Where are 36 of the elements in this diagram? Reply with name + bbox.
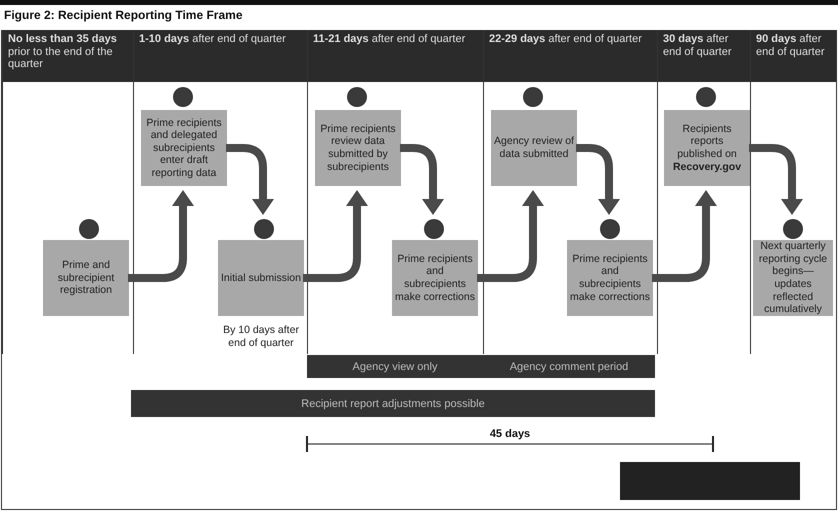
column-header: 30 days after end of quarter xyxy=(658,30,750,82)
step-box: Next quarterly reporting cycle begins—updates reflected cumulatively xyxy=(753,240,833,316)
step-marker xyxy=(173,87,193,107)
dimension-label: 45 days xyxy=(488,428,532,440)
step-box: Prime recipients and subrecipients make corrections xyxy=(567,240,653,316)
period-bar: Agency comment period xyxy=(483,355,655,378)
step-marker xyxy=(424,219,444,239)
step-box: Agency review of data submitted xyxy=(491,110,577,186)
note-box xyxy=(620,462,800,500)
curved-arrow xyxy=(477,190,544,282)
curved-arrow xyxy=(303,190,368,282)
period-bar: Agency view only xyxy=(307,355,483,378)
step-box: Prime recipients review data submitted by subrecipients xyxy=(315,110,401,186)
step-marker xyxy=(254,219,274,239)
curved-arrow xyxy=(652,190,717,282)
column-header: No less than 35 days prior to the end of the quarter xyxy=(3,30,133,82)
caption-text: By 10 days after end of quarter xyxy=(222,324,300,350)
column-header: 11-21 days after end of quarter xyxy=(308,30,483,82)
step-marker xyxy=(600,219,620,239)
step-marker xyxy=(783,219,803,239)
column-header: 1-10 days after end of quarter xyxy=(134,30,307,82)
curved-arrow xyxy=(749,144,803,215)
step-marker xyxy=(347,87,367,107)
step-marker xyxy=(79,219,99,239)
step-marker xyxy=(523,87,543,107)
step-box: Prime recipients and subrecipients make corrections xyxy=(392,240,478,316)
step-marker xyxy=(696,87,716,107)
step-box: Prime and subrecipient registration xyxy=(43,240,129,316)
step-box: Recipients reports published on Recovery.gov xyxy=(664,110,750,186)
step-box: Prime recipients and delegated subrecipients enter draft reporting data xyxy=(141,110,227,186)
period-bar: Recipient report adjustments possible xyxy=(131,390,655,417)
curved-arrow xyxy=(128,190,194,282)
column-header: 90 days after end of quarter xyxy=(751,30,836,82)
column-header: 22-29 days after end of quarter xyxy=(484,30,657,82)
figure-title: Figure 2: Recipient Reporting Time Frame xyxy=(4,8,242,22)
step-box: Initial submission xyxy=(218,240,304,316)
